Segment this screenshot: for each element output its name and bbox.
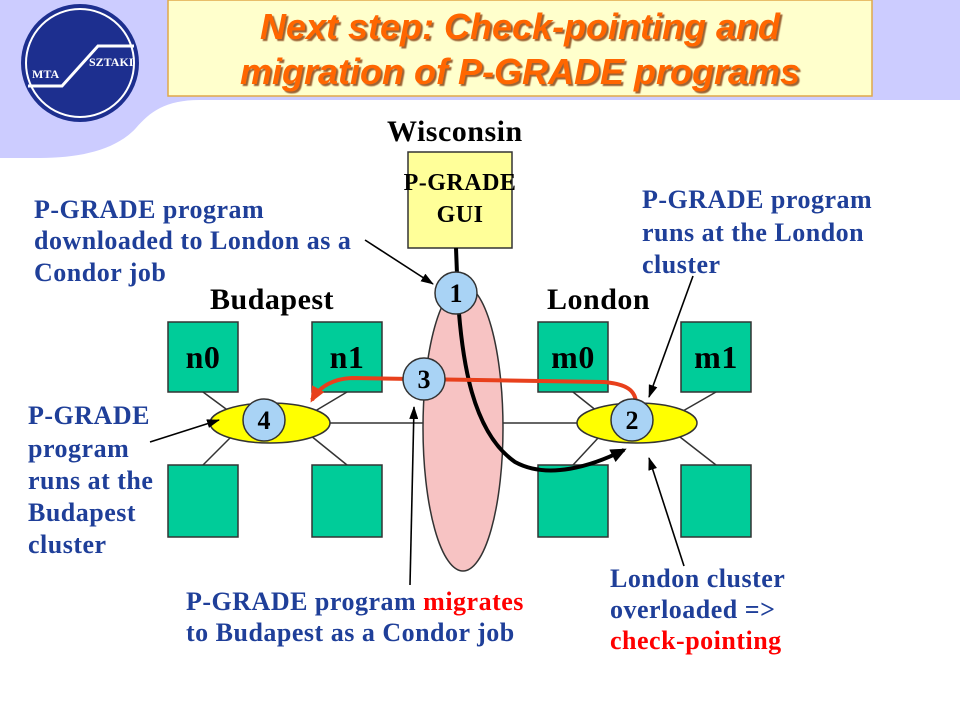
migrate-note-text: P-GRADE program	[186, 587, 416, 616]
node-n0	[167, 321, 239, 393]
runs-budapest-note-line: program	[28, 434, 129, 463]
runs-budapest-note-line: Budapest	[28, 498, 136, 527]
download-note-line: Condor job	[34, 258, 166, 287]
gui-box-background	[407, 151, 513, 249]
site-label-wisconsin: Wisconsin	[387, 115, 523, 148]
step-marker-disc	[610, 398, 654, 442]
logo-disc	[21, 4, 139, 122]
overloaded-pointer-arrow	[648, 457, 685, 567]
runs-london-note-line: cluster	[642, 250, 721, 279]
runs-budapest-note-line: runs at the	[28, 466, 153, 495]
runs-london-note-line: P-GRADE program	[642, 185, 872, 214]
step-marker-4: 4	[242, 398, 286, 442]
step-marker-1: 1	[434, 271, 478, 315]
annotations: P-GRADE program downloaded to London as …	[28, 185, 872, 655]
site-label-london: London	[547, 283, 650, 316]
migrate-note-highlight: migrates	[423, 587, 524, 616]
site-label-budapest: Budapest	[210, 283, 334, 316]
node-label-n0: n0	[186, 339, 221, 375]
runs-budapest-pointer-arrow	[149, 419, 220, 443]
step-marker-3: 3	[402, 357, 446, 401]
mta-sztaki-logo: MTA SZTAKI	[21, 4, 139, 122]
node-unlabeled	[311, 464, 383, 538]
logo-left-text: MTA	[32, 67, 59, 81]
submission-arrow	[454, 247, 627, 473]
step-number: 1	[450, 279, 463, 308]
step-number: 3	[418, 365, 431, 394]
title-line-2: migration of P-GRADE programs	[240, 51, 800, 92]
pgrade-gui-box: P-GRADE GUI	[404, 151, 517, 249]
node-unlabeled	[680, 464, 752, 538]
step-marker-disc	[242, 398, 286, 442]
title-text: Next step: Check-pointing and migration …	[240, 6, 800, 92]
runs-london-pointer-arrow	[648, 275, 694, 398]
node-unlabeled	[537, 464, 609, 538]
runs-london-note-line: runs at the London	[642, 218, 864, 247]
step-number: 2	[626, 406, 639, 435]
title-line-1: Next step: Check-pointing and	[260, 6, 781, 47]
gui-box-line-2: GUI	[437, 202, 484, 228]
london-cluster	[537, 321, 752, 538]
migrate-note-line: to Budapest as a Condor job	[186, 618, 515, 647]
runs-budapest-note-line: P-GRADE	[28, 401, 150, 430]
migration-arrow	[310, 375, 638, 405]
overloaded-note-highlight: check-pointing	[610, 626, 782, 655]
node-m1	[680, 321, 752, 393]
download-pointer-arrow	[364, 239, 434, 285]
migrate-pointer-arrow	[409, 406, 419, 586]
node-unlabeled	[167, 464, 239, 538]
overloaded-note-line: overloaded =>	[610, 595, 775, 624]
step-marker-2: 2	[610, 398, 654, 442]
gui-box-line-1: P-GRADE	[404, 170, 517, 196]
download-note-line: downloaded to London as a	[34, 226, 351, 255]
node-label-m1: m1	[694, 339, 738, 375]
title-box-background	[167, 0, 873, 97]
download-note-line: P-GRADE program	[34, 195, 264, 224]
step-marker-disc	[434, 271, 478, 315]
step-marker-disc	[402, 357, 446, 401]
wide-area-network	[422, 284, 504, 572]
step-number: 4	[258, 406, 271, 435]
node-label-m0: m0	[551, 339, 595, 375]
node-label-n1: n1	[330, 339, 365, 375]
title-box: Next step: Check-pointing and migration …	[167, 0, 873, 97]
logo-right-text: SZTAKI	[89, 55, 134, 69]
runs-budapest-note-line: cluster	[28, 530, 107, 559]
logo-ramp-line	[28, 44, 134, 88]
overloaded-note-line: London cluster	[610, 564, 785, 593]
logo-ring	[25, 8, 135, 118]
